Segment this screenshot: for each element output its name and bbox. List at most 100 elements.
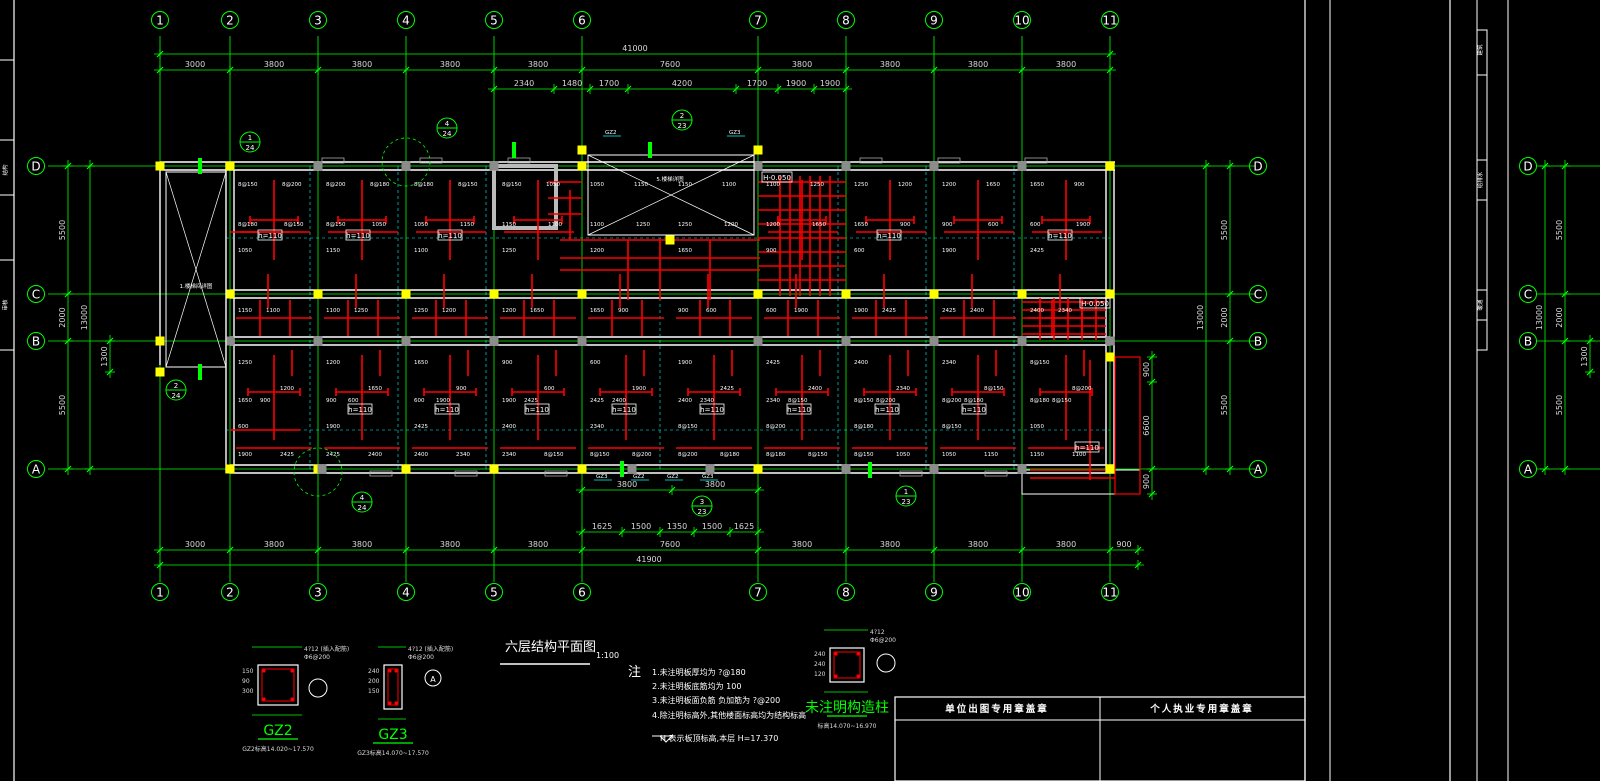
top-span-label-5: 7600 <box>660 60 680 69</box>
callout-2[interactable]: 223 <box>671 109 693 131</box>
detail-1-dim-2: 150 <box>368 688 380 695</box>
axis-bubble-x-11-top[interactable]: 11 <box>1101 11 1119 29</box>
rebar-label-112: 1200 <box>942 182 956 188</box>
axis-bubble-x-6-top[interactable]: 6 <box>573 11 591 29</box>
rebar-label-45: 1100 <box>548 222 562 228</box>
column-26 <box>841 289 851 299</box>
top-span-label-6: 3800 <box>792 60 812 69</box>
rebar-label-60: 1200 <box>590 248 604 254</box>
detail-1: 4?12 (插入配筋)Φ6@200240200150GZ3GZ3标高14.070… <box>357 645 453 757</box>
note-line-4: 4.除注明标高外,其他楼面标高均为结构标高 <box>652 710 806 720</box>
svg-text:1: 1 <box>248 134 252 142</box>
axis-bubble-x-5-bottom[interactable]: 5 <box>485 583 503 601</box>
column-1 <box>225 464 235 474</box>
axis-bubble-y-A-left[interactable]: A <box>27 460 45 478</box>
callout-5[interactable]: 323 <box>691 495 713 517</box>
top-span-label-1: 3800 <box>264 60 284 69</box>
column-details: 4?12 (插入配筋)Φ6@20015090300GZ2GZ2标高14.020~… <box>242 629 896 757</box>
axis-bubble-x-2-bottom[interactable]: 2 <box>221 583 239 601</box>
top-total-label-0: 41000 <box>622 44 647 53</box>
callout-1[interactable]: 424 <box>436 117 458 139</box>
right-sub-label-0: 900 <box>1142 362 1151 377</box>
axis-bubble-y-C-right[interactable]: C <box>1249 285 1267 303</box>
h-box-label-13: h=110 <box>1075 444 1099 452</box>
axis-bubble-x-9-bottom[interactable]: 9 <box>925 583 943 601</box>
left-total-label-0: 13000 <box>80 305 89 330</box>
axis-bubble-x-7-bottom[interactable]: 7 <box>749 583 767 601</box>
axis-bubble-x-5-top[interactable]: 5 <box>485 11 503 29</box>
column-7 <box>313 336 323 346</box>
bottom-span-label-9: 3800 <box>1056 540 1076 549</box>
rebar-label-54: 2340 <box>502 452 516 458</box>
axis-bubble-x-6-bottom[interactable]: 6 <box>573 583 591 601</box>
axis-bubble-y-A-right[interactable]: A <box>1249 460 1267 478</box>
axis-bubble-y-C-left[interactable]: C <box>27 285 45 303</box>
callout-0[interactable]: 124 <box>239 131 261 153</box>
detail-0-tie: Φ6@200 <box>304 654 330 661</box>
rebar-label-27: 2400 <box>368 452 382 458</box>
svg-text:23: 23 <box>902 498 911 506</box>
column-46 <box>1105 352 1115 362</box>
axis-bubble-y-B-right[interactable]: B <box>1249 332 1267 350</box>
rebar-label-90: 1900 <box>794 308 808 314</box>
axis-bubble-y-B-left[interactable]: B <box>27 332 45 350</box>
rp-bubble-label-0: D <box>1523 160 1532 174</box>
right-sub-label-1: 6600 <box>1142 415 1151 435</box>
h-box-0 <box>257 229 283 241</box>
column-13 <box>489 464 499 474</box>
axis-bubble-x-2-top[interactable]: 2 <box>221 11 239 29</box>
top-span-label-9: 3800 <box>1056 60 1076 69</box>
axis-bubble-x-10-top[interactable]: 10 <box>1013 11 1031 29</box>
rebar-label-55: 8@150 <box>544 452 564 458</box>
section-mark-0 <box>198 158 202 174</box>
axis-bubble-x-8-top[interactable]: 8 <box>837 11 855 29</box>
rebar-label-76: 600 <box>706 308 717 314</box>
section-mark-2 <box>512 142 516 158</box>
rp-bubble-1 <box>1519 285 1537 303</box>
right-span-label-0: 5500 <box>1220 220 1229 240</box>
rp-bubble-label-3: A <box>1524 463 1533 477</box>
axis-bubble-x-7-top[interactable]: 7 <box>749 11 767 29</box>
svg-text:5: 5 <box>490 14 498 28</box>
rebar-label-28: 8@180 <box>414 182 434 188</box>
axis-bubble-y-D-right[interactable]: D <box>1249 157 1267 175</box>
svg-text:3: 3 <box>314 14 322 28</box>
axis-bubble-x-3-bottom[interactable]: 3 <box>309 583 327 601</box>
rebar-label-109: 8@180 <box>854 424 874 430</box>
rebar-label-87: 1650 <box>812 222 826 228</box>
axis-bubble-x-9-top[interactable]: 9 <box>925 11 943 29</box>
svg-text:B: B <box>1254 335 1262 349</box>
axis-bubble-x-4-bottom[interactable]: 4 <box>397 583 415 601</box>
axis-bubble-x-4-top[interactable]: 4 <box>397 11 415 29</box>
detail-0-dim-1: 90 <box>242 678 250 685</box>
axis-bubble-x-8-bottom[interactable]: 8 <box>837 583 855 601</box>
right-span-label-2: 5500 <box>1220 395 1229 415</box>
rebar-label-7: 1250 <box>238 360 252 366</box>
axis-bubble-x-11-bottom[interactable]: 11 <box>1101 583 1119 601</box>
detail-0: 4?12 (插入配筋)Φ6@20015090300GZ2GZ2标高14.020~… <box>242 645 349 753</box>
bottom-span-label-1: 3800 <box>264 540 284 549</box>
rebar-label-49: 900 <box>502 360 513 366</box>
note-line-3: 3.未注明板面负筋 负加筋为 ?@200 <box>652 695 780 705</box>
callout-4[interactable]: 424 <box>351 491 373 513</box>
h-box-elev-2 <box>1079 297 1111 309</box>
axis-bubble-y-D-left[interactable]: D <box>27 157 45 175</box>
rebar-label-80: 2340 <box>700 398 714 404</box>
axis-bubble-x-3-top[interactable]: 3 <box>309 11 327 29</box>
window-0 <box>321 157 345 164</box>
axis-bubble-x-1-bottom[interactable]: 1 <box>151 583 169 601</box>
axis-bubble-x-1-top[interactable]: 1 <box>151 11 169 29</box>
rebar-label-95: 8@200 <box>766 424 786 430</box>
axis-bubble-x-10-bottom[interactable]: 10 <box>1013 583 1031 601</box>
rebar-label-118: 2400 <box>970 308 984 314</box>
detail-1-dim-1: 200 <box>368 678 380 685</box>
callout-6[interactable]: 123 <box>895 485 917 507</box>
rebar-label-43: 1050 <box>546 182 560 188</box>
rebar-label-137: 1050 <box>1030 424 1044 430</box>
callout-3[interactable]: 224 <box>165 379 187 401</box>
rp-bubble-label-2: B <box>1524 335 1532 349</box>
